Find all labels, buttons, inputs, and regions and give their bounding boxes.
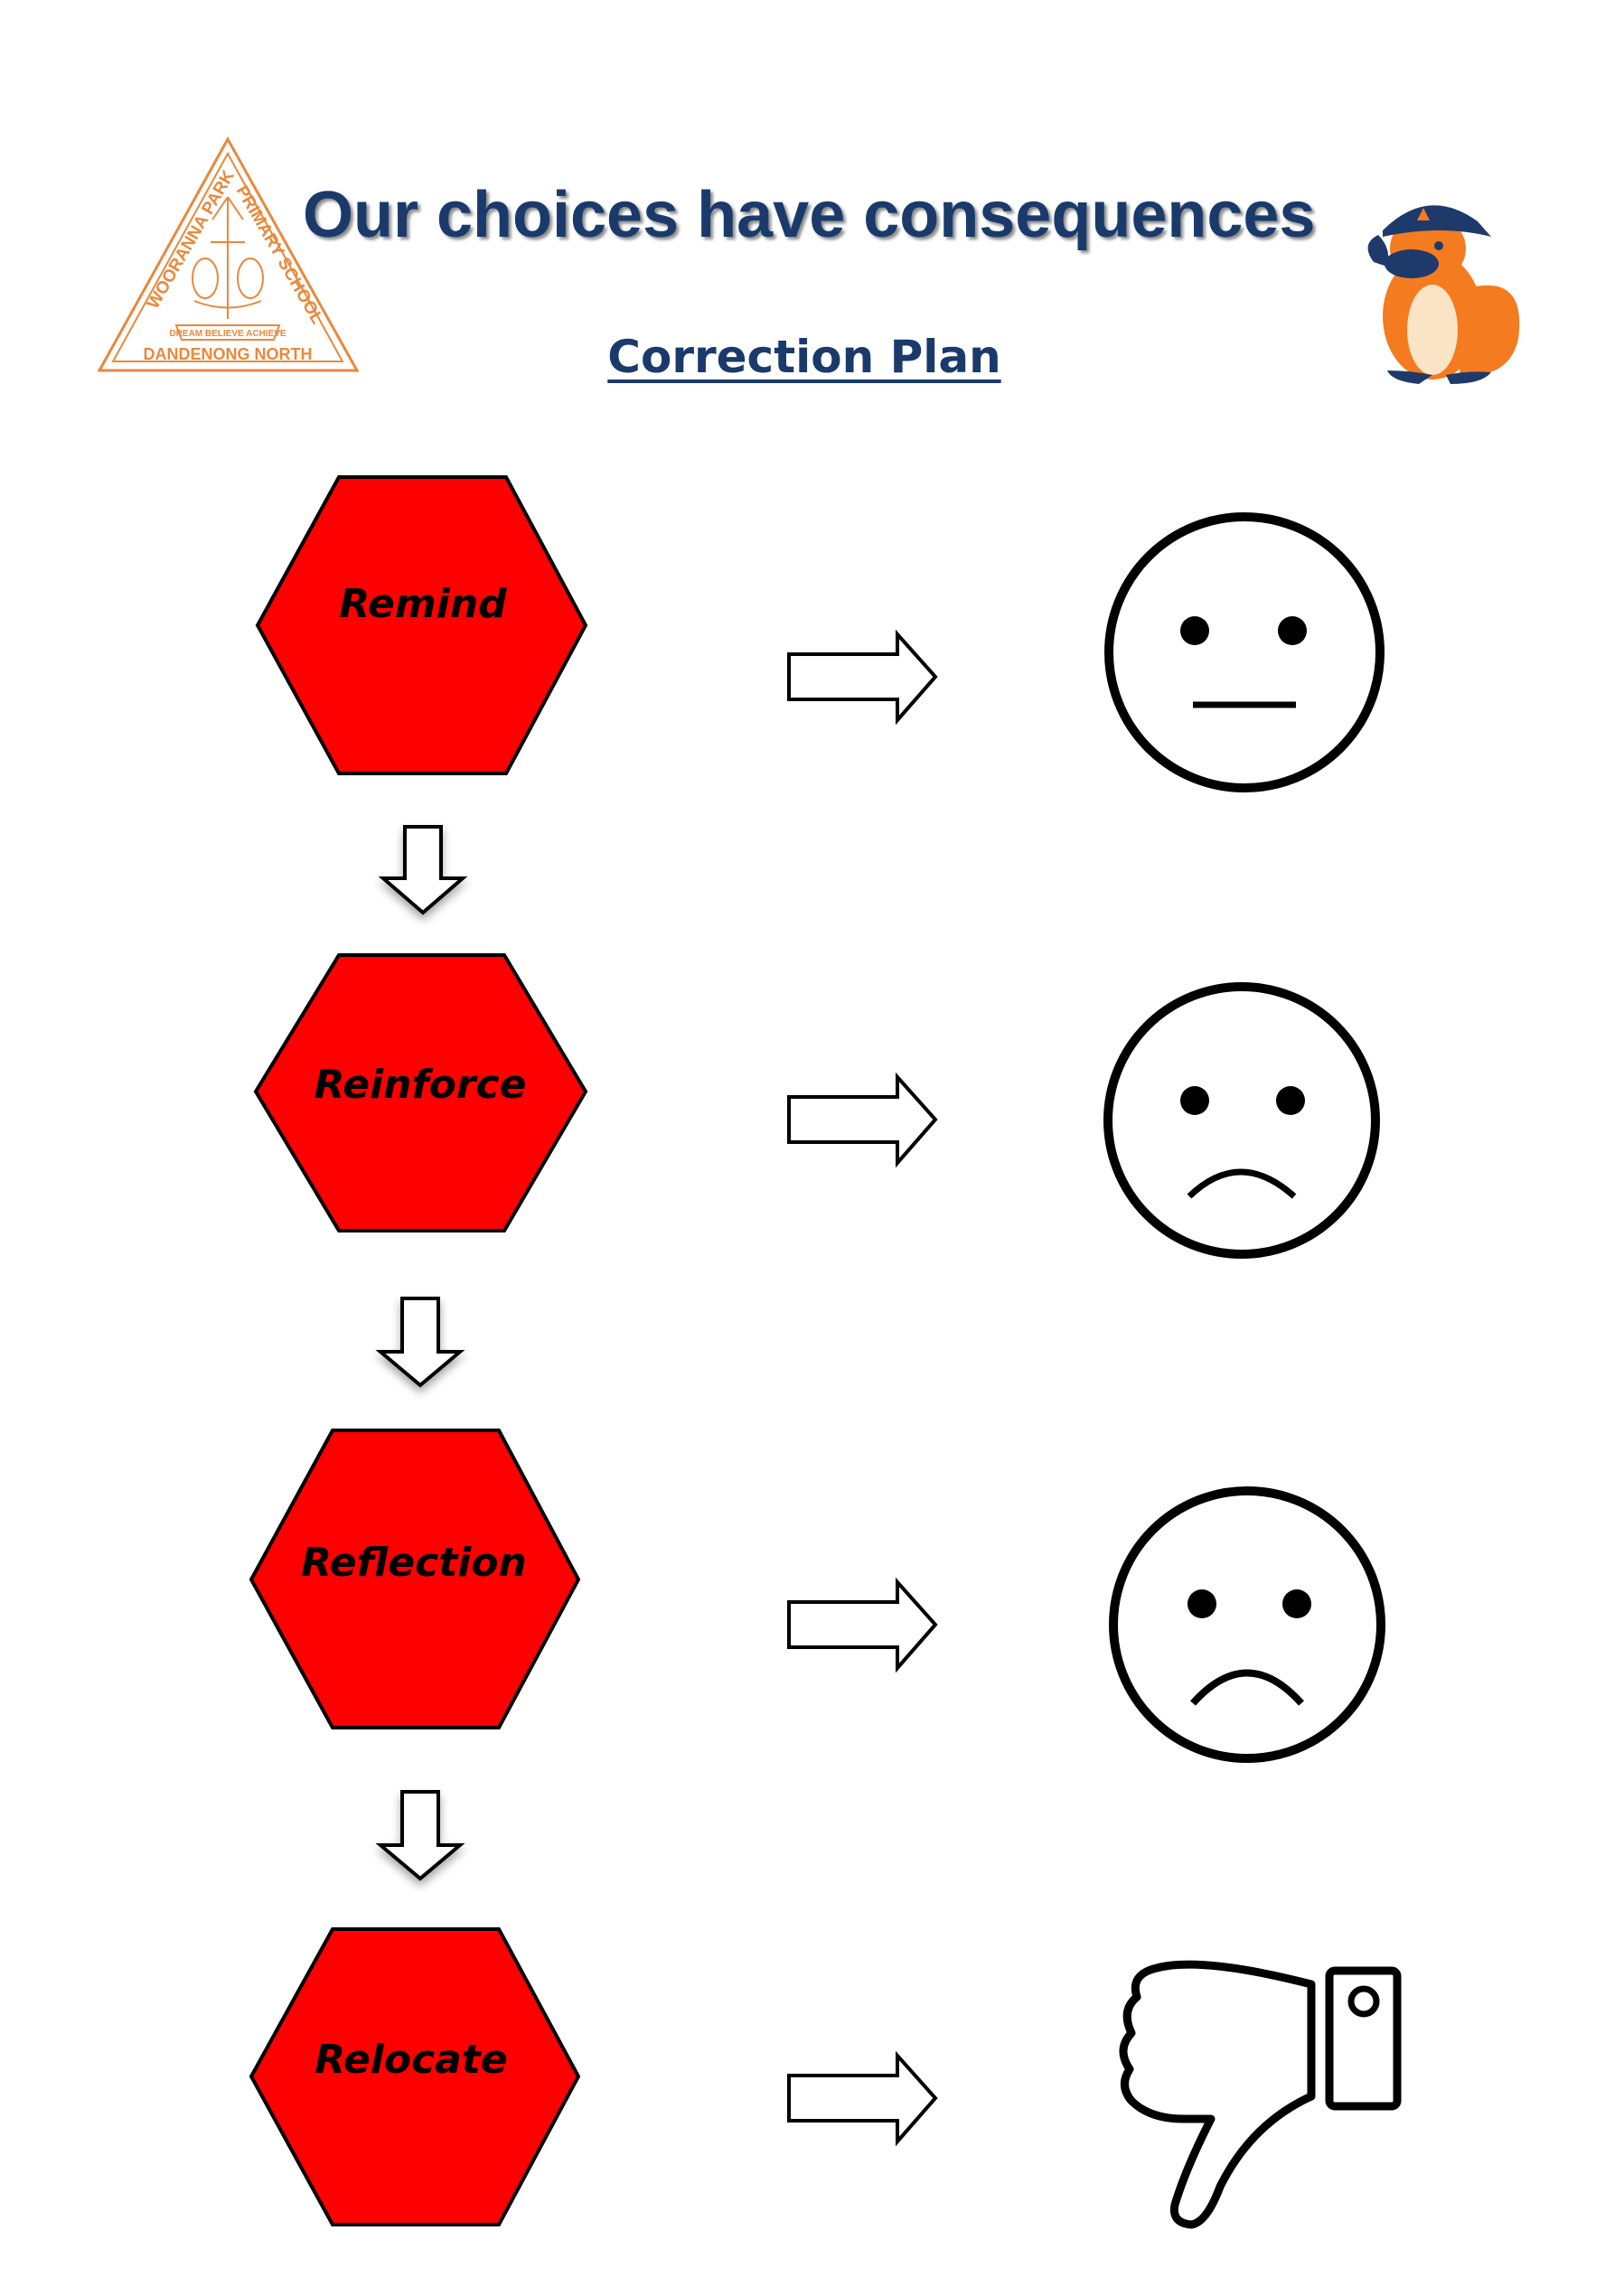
down-arrow-icon	[375, 1790, 465, 1881]
sad-face-icon	[1109, 1486, 1385, 1763]
down-arrow-icon	[378, 825, 468, 915]
logo-location: DANDENONG NORTH	[144, 345, 313, 363]
page-subtitle: Correction Plan	[607, 331, 1001, 383]
school-logo: WOORANNA PARK PRIMARY SCHOOL DREAM BELIE…	[97, 136, 360, 372]
thumbs-down-icon	[1119, 1960, 1402, 2229]
page-title: Our choices have consequences	[303, 179, 1316, 251]
slightly-sad-face-icon	[1103, 982, 1380, 1259]
right-arrow-icon	[787, 1072, 938, 1168]
right-arrow-icon	[787, 629, 938, 726]
step-label: Remind	[339, 581, 507, 627]
down-arrow-icon	[375, 1297, 465, 1388]
step-label: Reinforce	[314, 1062, 527, 1108]
logo-emblem-icon	[192, 196, 264, 319]
hexagon-shape	[249, 1927, 581, 2226]
step-relocate: Relocate	[249, 1927, 581, 2226]
right-arrow-icon	[787, 2050, 938, 2147]
right-arrow-icon	[787, 1577, 938, 1673]
step-label: Relocate	[314, 2037, 508, 2083]
step-label: Reflection	[301, 1540, 527, 1586]
hexagon-shape	[255, 475, 588, 775]
step-remind: Remind	[255, 475, 588, 775]
logo-motto: DREAM BELIEVE ACHIEVE	[169, 329, 286, 339]
neutral-face-icon	[1104, 512, 1385, 792]
platypus-mascot-icon	[1367, 205, 1520, 384]
step-reinforce: Reinforce	[253, 953, 588, 1232]
step-reflection: Reflection	[249, 1429, 581, 1729]
hexagon-shape	[253, 953, 588, 1232]
hexagon-shape	[249, 1429, 581, 1729]
